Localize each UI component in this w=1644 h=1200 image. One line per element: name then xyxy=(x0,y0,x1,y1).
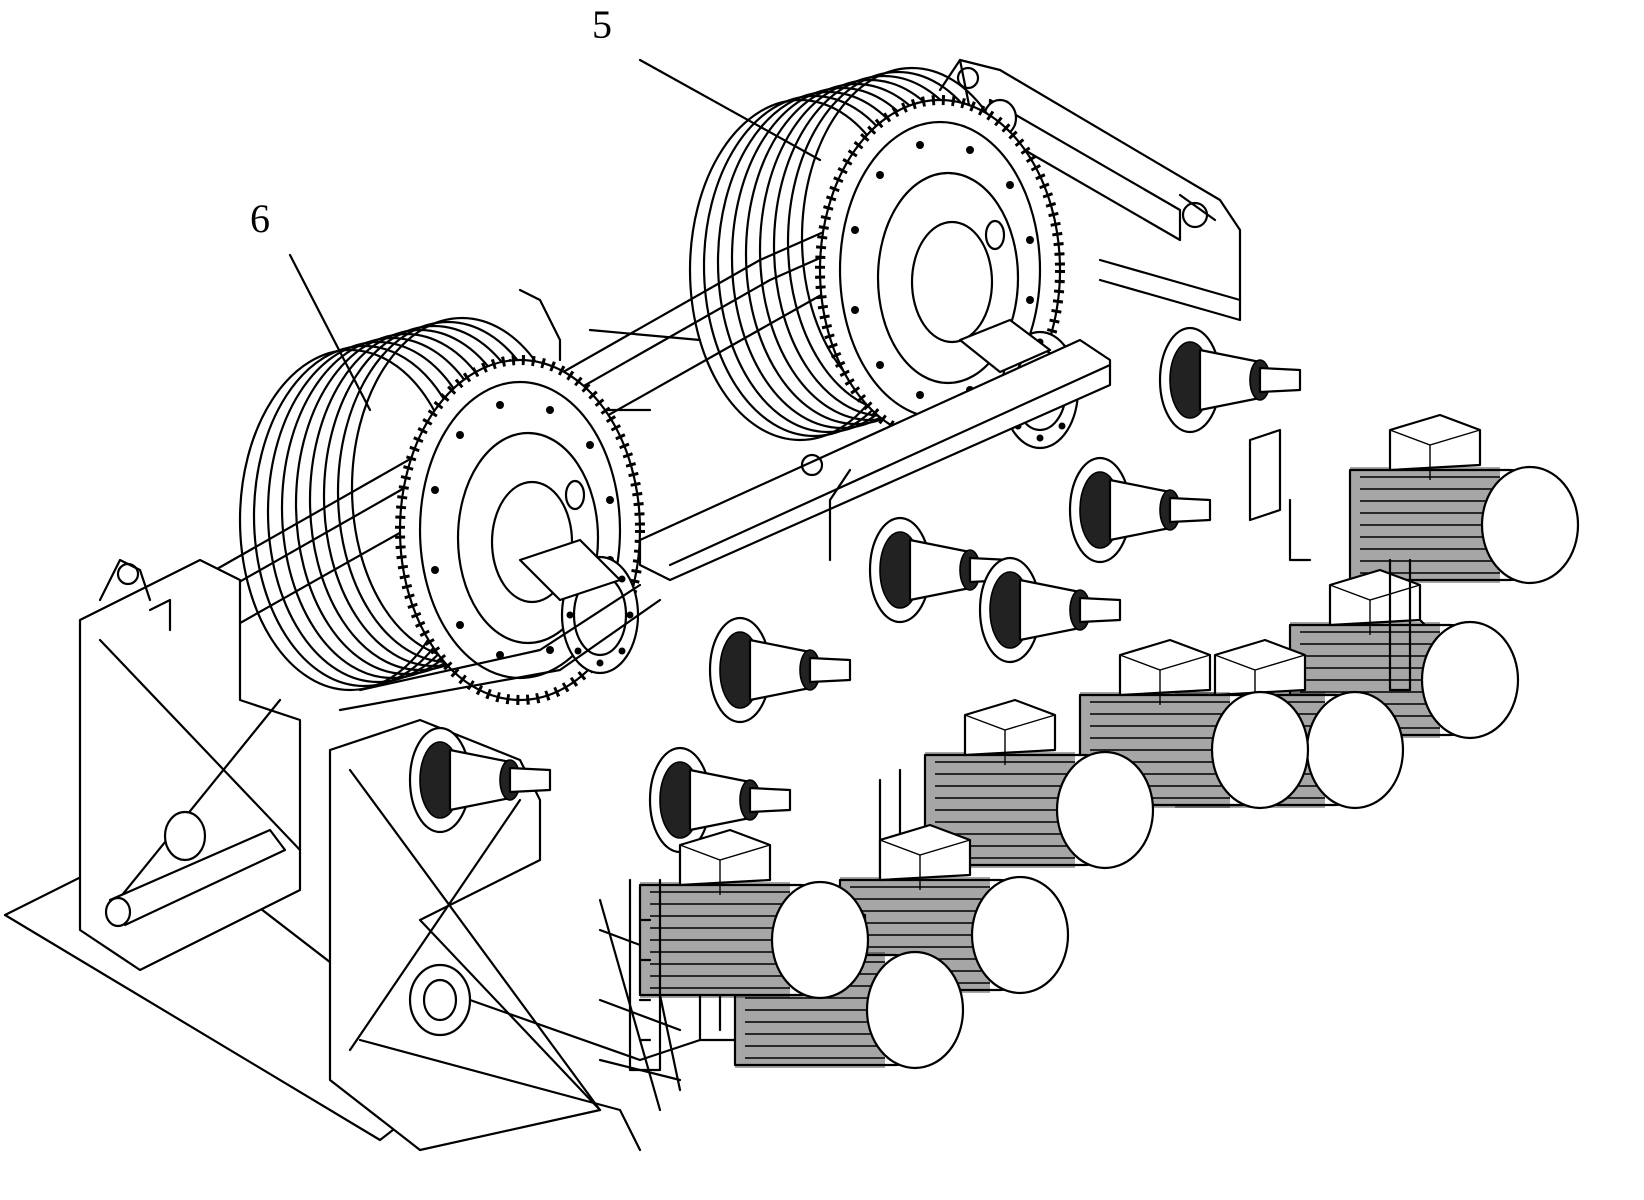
drum-front xyxy=(240,318,640,700)
callout-5-leader xyxy=(640,60,820,160)
front-frame xyxy=(80,560,300,970)
callout-6-leader xyxy=(290,255,370,410)
callout-6-label: 6 xyxy=(250,196,270,241)
callout-5: 5 xyxy=(592,2,820,160)
callout-5-label: 5 xyxy=(592,2,612,47)
